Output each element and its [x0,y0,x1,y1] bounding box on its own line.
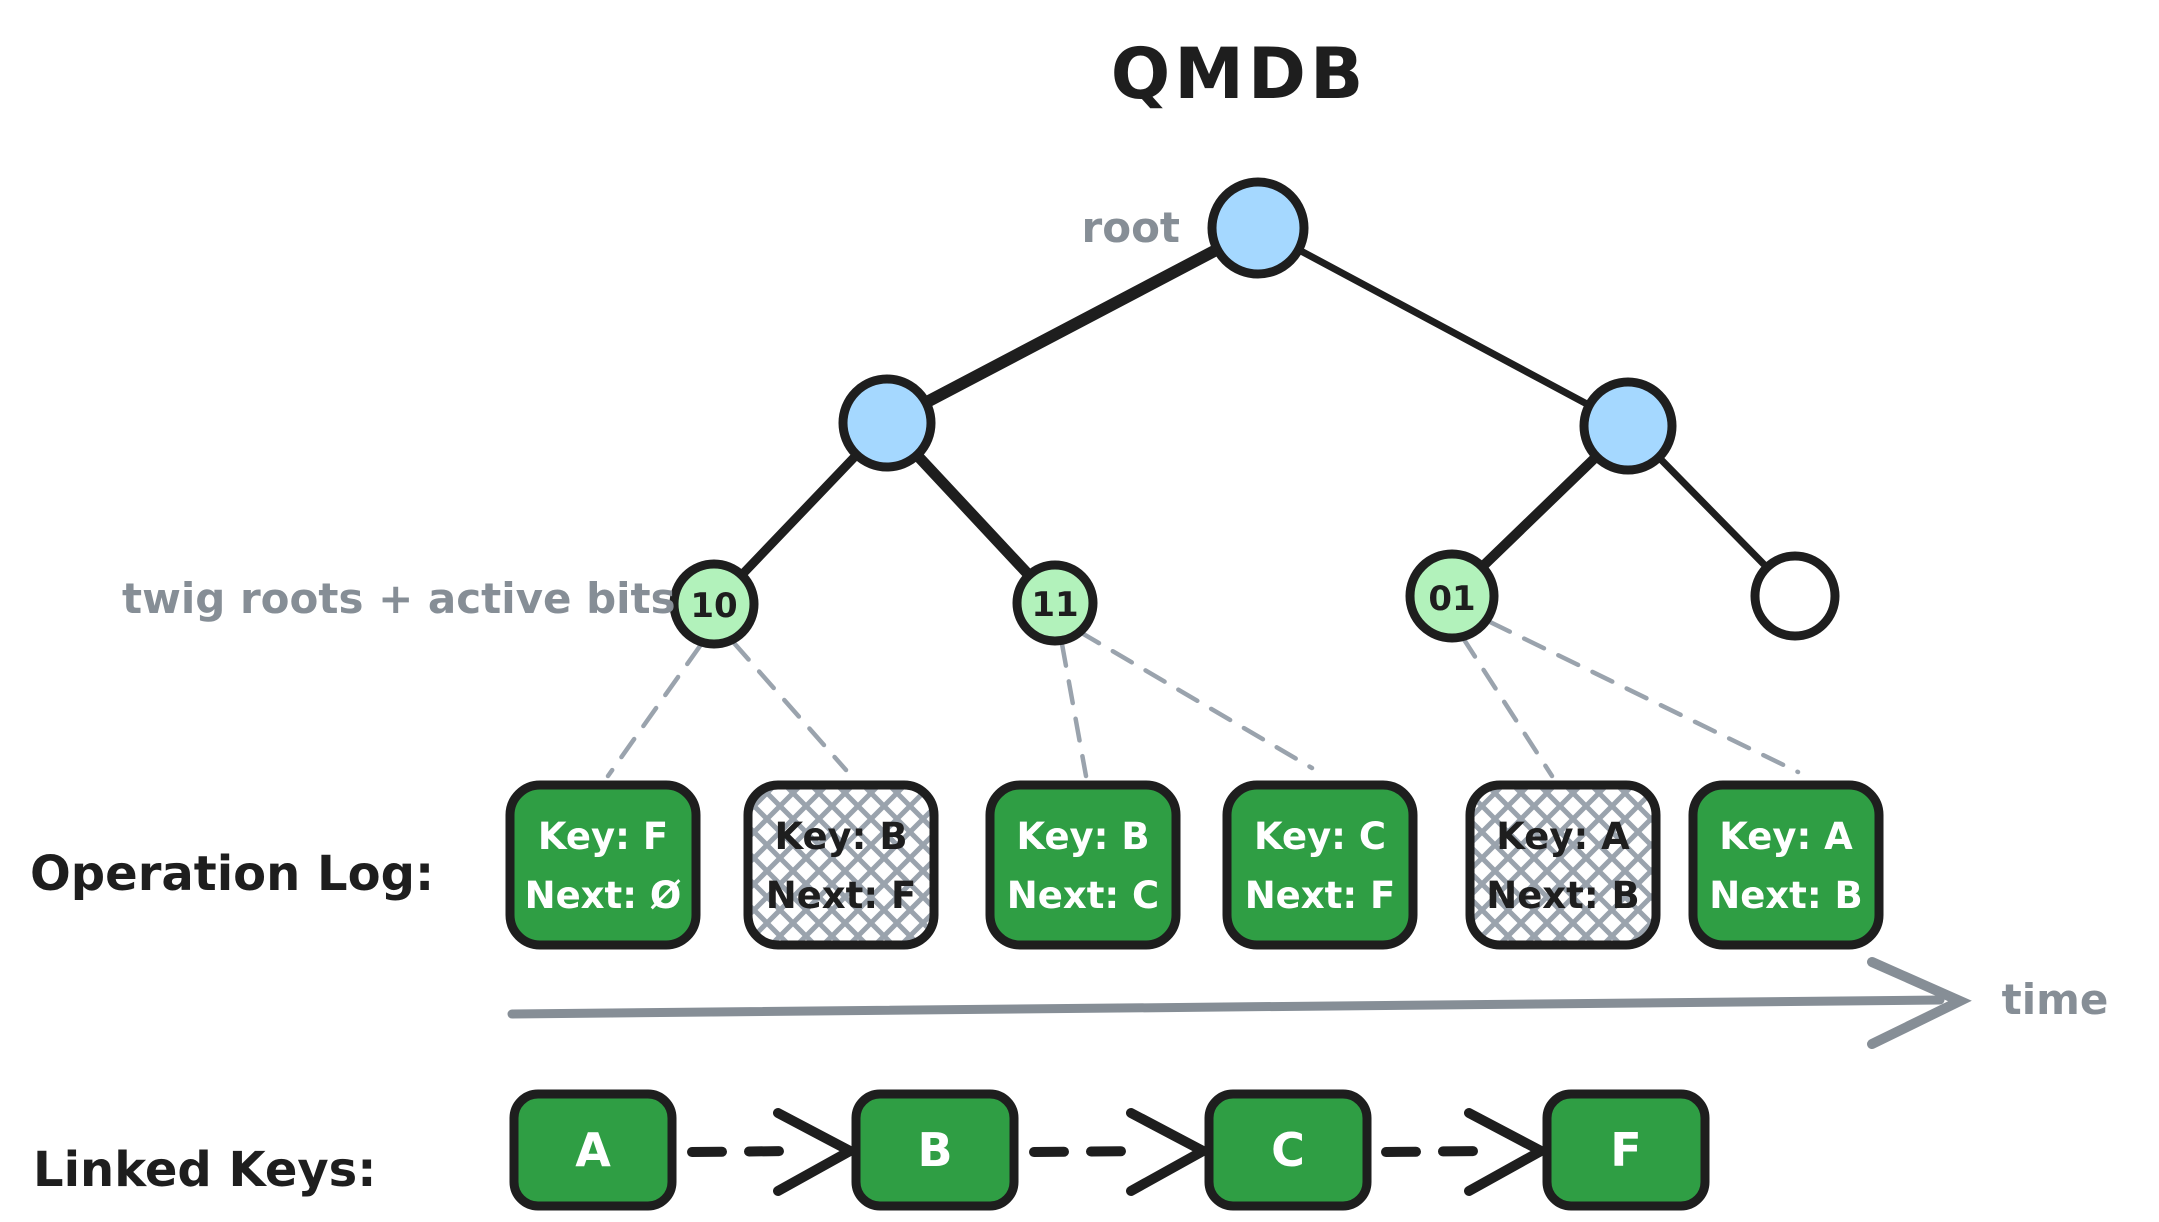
log-entry-5: Key: A Next: B [1465,780,1661,950]
log-entry-4: Key: C Next: F [1222,780,1418,950]
linked-key-a-border [509,1089,677,1211]
log-entry-2-hatch [748,785,934,945]
link-twig10-entry2 [731,640,849,773]
arrow-c-f-dash [1381,1146,1491,1157]
log-entry-4-border [1222,780,1418,950]
log-entry-6-next: Next: B [1709,874,1863,917]
log-entry-3: Key: B Next: C [985,780,1181,950]
log-entry-5-key: Key: A [1496,815,1630,858]
diagram-title: QMDB [1111,33,1368,115]
merkle-tree: 10 11 01 root twig roots + active bits [122,177,1840,779]
linked-key-f-border [1542,1089,1710,1211]
log-entry-2-border [743,780,939,950]
twig-bits-01: 01 [1428,579,1475,619]
linked-key-f-box [1547,1094,1705,1206]
log-entry-1-box [510,785,696,945]
arrow-a-b-dash [687,1146,800,1157]
log-entry-5-border [1465,780,1661,950]
link-twig11-entry3 [1059,641,1089,779]
linked-key-b-border [851,1089,1019,1211]
log-entry-2-next: Next: F [766,874,917,917]
root-node [1207,177,1309,279]
log-entry-3-next: Next: C [1007,874,1159,917]
link-twig11-entry4 [1077,629,1315,771]
log-entry-6-box [1693,785,1879,945]
linked-key-a: A [509,1089,677,1211]
root-label: root [1082,203,1181,252]
log-entry-5-hatch [1470,785,1656,945]
internal-node-left [838,374,936,472]
log-entry-3-border [985,780,1181,950]
operation-log: Operation Log: Key: F Next: Ø Key: B Nex… [30,780,1884,950]
linked-key-c-box [1209,1094,1367,1206]
log-entry-6: Key: A Next: B [1688,780,1884,950]
log-entry-4-box [1227,785,1413,945]
log-entry-1-border [505,780,701,950]
log-entry-6-key: Key: A [1719,815,1853,858]
log-entry-3-key: Key: B [1016,815,1149,858]
time-axis-line [507,995,1945,1019]
log-entry-5-next: Next: B [1486,874,1640,917]
linked-keys-label: Linked Keys: [33,1142,376,1198]
linked-keys: Linked Keys: A B C F [33,1089,1710,1211]
arrow-b-c-head-icon [1126,1108,1214,1196]
log-entry-1-next: Next: Ø [525,874,682,917]
log-entry-1: Key: F Next: Ø [505,780,701,950]
edge-root-right [1254,224,1632,430]
linked-key-a-letter: A [575,1123,611,1177]
linked-key-f-letter: F [1610,1123,1641,1177]
log-entry-4-key: Key: C [1254,815,1386,858]
link-twig10-entry1 [605,643,703,779]
linked-key-c-border [1204,1089,1372,1211]
twig-roots-label: twig roots + active bits [122,574,676,623]
link-twig01-entry5 [1460,635,1555,779]
linked-key-f: F [1542,1089,1710,1211]
linked-key-b: B [851,1089,1019,1211]
log-entry-2: Key: B Next: F [743,780,939,950]
linked-key-b-letter: B [917,1123,952,1177]
time-axis: time [507,957,2109,1049]
log-entry-4-next: Next: F [1245,874,1396,917]
operation-log-label: Operation Log: [30,846,434,902]
arrow-b-c-dash [1029,1146,1151,1157]
log-entry-2-key: Key: B [774,815,907,858]
twig-bits-10: 10 [690,586,737,626]
twig-bits-11: 11 [1031,585,1078,625]
edge-root-left [881,222,1264,429]
linked-key-c-letter: C [1271,1123,1305,1177]
log-entry-1-key: Key: F [538,815,668,858]
twig-node-01 [1405,549,1499,643]
time-arrowhead-icon [1867,957,1972,1049]
twig-node-11 [1012,560,1098,646]
arrow-a-b-head-icon [773,1108,861,1196]
twig-node-10 [669,559,759,649]
linked-key-c: C [1204,1089,1372,1211]
arrow-c-f-head-icon [1464,1108,1552,1196]
time-label: time [2002,975,2109,1024]
log-entry-6-border [1688,780,1884,950]
linked-key-b-box [856,1094,1014,1206]
twig-node-empty [1750,551,1840,641]
internal-node-right [1579,377,1677,475]
linked-key-a-box [514,1094,672,1206]
log-entry-3-box [990,785,1176,945]
link-twig01-entry6 [1487,619,1801,775]
